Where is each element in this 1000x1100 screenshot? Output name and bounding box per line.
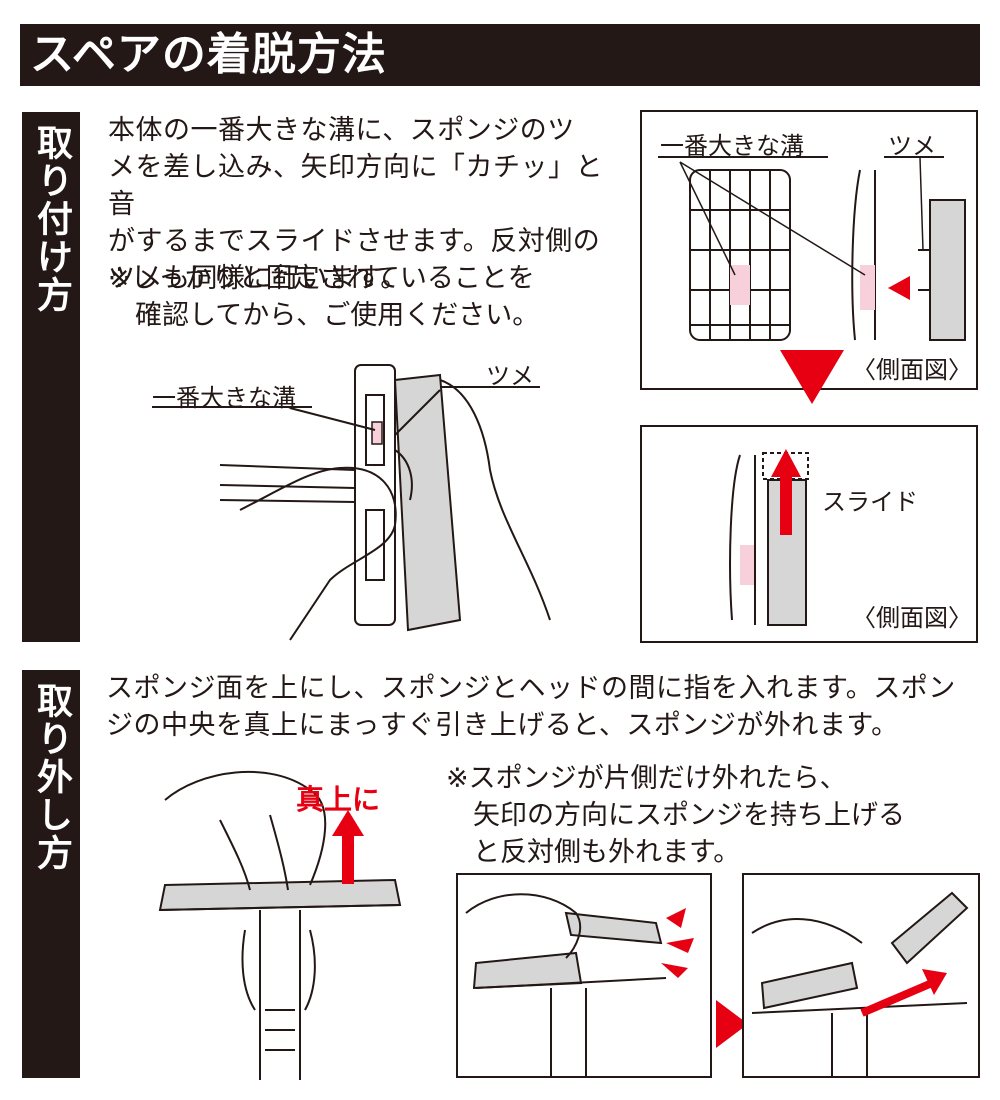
side-view-bottom-drawing — [729, 449, 809, 626]
attach-instruction-line: 本体の一番大きな溝に、スポンジのツ — [108, 115, 575, 146]
groove-highlight — [371, 421, 383, 445]
detach-instruction-line: スポンジ面を上にし、スポンジとヘッドの間に指を入れます。スポン — [106, 673, 956, 704]
side-view-bottom-caption: 〈側面図〉 — [852, 604, 972, 632]
detach-section-label: 取り外し方 — [22, 670, 80, 1078]
attach-section-label: 取り付け方 — [22, 112, 80, 642]
detach-instruction-line: ジの中央を真上にまっすぐ引き上げると、スポンジが外れます。 — [106, 710, 899, 741]
detach-note-line: と反対側も外れます。 — [446, 837, 741, 868]
detach-note-line: ※スポンジが片側だけ外れたら、 — [446, 763, 847, 794]
title-bar — [20, 24, 980, 86]
attach-instruction-line: メを差し込み、矢印方向に「カチッ」と音 — [108, 152, 603, 220]
attach-note-line: ※しっかりと固定されていることを — [108, 263, 535, 294]
slide-label: スライド — [822, 488, 918, 516]
slide-arrow-icon — [771, 449, 801, 477]
side-view-top-drawing — [679, 157, 966, 341]
slide-arrow-shaft — [780, 475, 792, 535]
detach-note-line: 矢印の方向にスポンジを持ち上げる — [446, 800, 905, 831]
detach-instructions: スポンジ面を上にし、スポンジとヘッドの間に指を入れます。スポン ジの中央を真上に… — [106, 670, 986, 744]
straight-up-label: 真上に — [296, 783, 381, 816]
attach-instruction-line: がするまでスライドさせます。反対側の — [108, 226, 601, 257]
attach-section-label-text: 取り付け方 — [31, 124, 72, 314]
right-triangle-icon — [716, 1000, 748, 1048]
side-view-arrow-icon — [888, 276, 910, 300]
side-view-top-caption: 〈側面図〉 — [852, 356, 972, 384]
side-view-groove-underline — [658, 156, 828, 158]
bottom-groove-highlight — [740, 545, 754, 585]
attach-illustration — [219, 364, 551, 641]
side-view-groove-label: 一番大きな溝 — [660, 132, 804, 160]
attach-note-line: 確認してから、ご使用ください。 — [108, 300, 540, 331]
attach-note: ※しっかりと固定されていることを 確認してから、ご使用ください。 — [108, 260, 628, 334]
side-view-groove-highlight-right — [860, 265, 875, 310]
tab-label-underline — [440, 386, 540, 388]
attach-instruction-line: ツメも同様に行います。 — [108, 263, 408, 294]
side-view-tab-label: ツメ — [888, 132, 936, 160]
lift-arrow-icon — [922, 969, 947, 995]
down-triangle-icon — [780, 350, 844, 404]
side-view-panel-bottom — [640, 425, 978, 643]
tab-label: ツメ — [486, 362, 534, 390]
detach-step2-drawing — [751, 891, 969, 1078]
detach-illustration — [158, 770, 402, 1080]
detach-step1-drawing — [465, 893, 694, 1078]
detach-section-label-text: 取り外し方 — [31, 682, 72, 872]
tab-leader-line — [394, 389, 441, 436]
straight-up-arrow-icon — [332, 810, 364, 884]
groove-leader-line — [289, 407, 376, 431]
page-title: スペアの着脱方法 — [30, 29, 387, 80]
attach-instructions: 本体の一番大きな溝に、スポンジのツ メを差し込み、矢印方向に「カチッ」と音 がす… — [108, 112, 628, 297]
groove-label-underline — [152, 406, 312, 408]
detach-note: ※スポンジが片側だけ外れたら、 矢印の方向にスポンジを持ち上げる と反対側も外れ… — [446, 760, 986, 871]
side-view-tab-underline — [884, 156, 944, 158]
